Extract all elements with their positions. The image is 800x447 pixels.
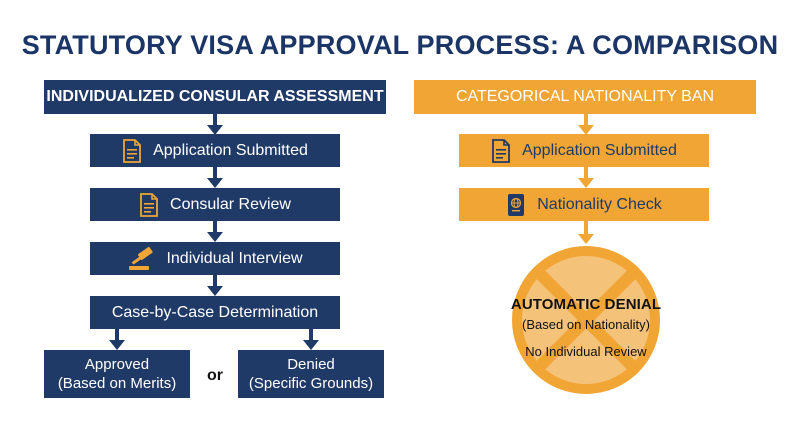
arrow-down-icon	[578, 221, 594, 244]
outcome-approved-title: Approved	[84, 356, 150, 373]
step-label: Application Submitted	[153, 141, 308, 159]
gavel-icon	[127, 246, 157, 271]
prohibited-icon	[512, 246, 660, 394]
left-step-review: Consular Review	[90, 188, 340, 221]
outcome-denied-sub: (Specific Grounds)	[248, 375, 374, 392]
left-step-application: Application Submitted	[90, 134, 340, 167]
arrow-down-icon	[303, 329, 319, 350]
document-icon	[122, 138, 144, 163]
page-title: STATUTORY VISA APPROVAL PROCESS: A COMPA…	[21, 30, 779, 60]
left-header: INDIVIDUALIZED CONSULAR ASSESSMENT	[44, 80, 386, 114]
passport-icon	[506, 193, 528, 217]
right-step-application: Application Submitted	[459, 134, 709, 167]
document-icon	[491, 138, 513, 163]
step-label: Individual Interview	[166, 249, 303, 267]
step-label: Consular Review	[170, 195, 291, 213]
outcome-denied: Denied (Specific Grounds)	[238, 350, 384, 398]
or-label: or	[207, 367, 223, 384]
step-label: Nationality Check	[537, 195, 662, 213]
step-label: Application Submitted	[522, 141, 677, 159]
right-step-nationality: Nationality Check	[459, 188, 709, 221]
document-icon	[139, 192, 161, 217]
arrow-down-icon	[207, 221, 223, 242]
outcome-denied-title: Denied	[287, 356, 335, 373]
denial-subtitle: (Based on Nationality)	[522, 317, 650, 332]
denial-note: No Individual Review	[525, 344, 647, 359]
arrow-down-icon	[207, 275, 223, 296]
arrow-down-icon	[578, 167, 594, 188]
outcome-approved-sub: (Based on Merits)	[57, 375, 177, 392]
left-step-determination: Case-by-Case Determination	[90, 296, 340, 329]
arrow-down-icon	[207, 167, 223, 188]
denial-text: AUTOMATIC DENIAL (Based on Nationality) …	[470, 296, 702, 359]
arrow-down-icon	[109, 329, 125, 350]
arrow-down-icon	[207, 114, 223, 135]
left-step-interview: Individual Interview	[90, 242, 340, 275]
arrow-down-icon	[578, 114, 594, 135]
right-header: CATEGORICAL NATIONALITY BAN	[414, 80, 756, 114]
step-label: Case-by-Case Determination	[111, 303, 319, 321]
outcome-approved: Approved (Based on Merits)	[44, 350, 190, 398]
denial-title: AUTOMATIC DENIAL	[510, 296, 662, 313]
